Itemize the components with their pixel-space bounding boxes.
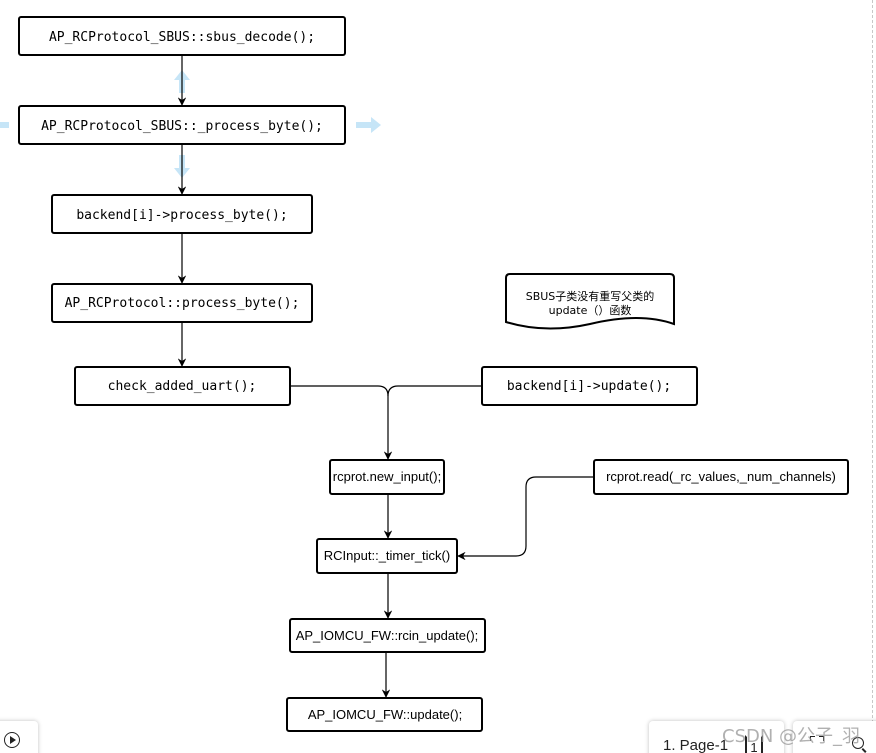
node-check-added-uart-label: check_added_uart(); xyxy=(108,379,257,394)
node-backend-process-byte-label: backend[i]->process_byte(); xyxy=(76,208,287,223)
edge-update-to-newinput xyxy=(387,385,482,397)
playback-panel xyxy=(0,721,38,753)
node-timer-tick[interactable]: RCInput::_timer_tick() xyxy=(316,538,458,574)
node-backend-process-byte[interactable]: backend[i]->process_byte(); xyxy=(51,194,313,234)
edge-read-to-timer xyxy=(457,476,594,561)
zoom-icon[interactable] xyxy=(852,737,864,749)
node-new-input[interactable]: rcprot.new_input(); xyxy=(329,459,445,495)
hover-arrow-right xyxy=(356,117,381,133)
canvas-edge xyxy=(872,0,873,753)
node-sbus-process-byte-label: AP_RCProtocol_SBUS::_process_byte(); xyxy=(41,119,323,134)
edge-check-to-newinput xyxy=(290,385,393,460)
node-iomcu-update-label: AP_IOMCU_FW::update(); xyxy=(308,707,462,722)
node-rcprot-read-label: rcprot.read(_rc_values,_num_channels) xyxy=(606,469,836,484)
edges xyxy=(177,55,594,698)
node-sbus-process-byte[interactable]: AP_RCProtocol_SBUS::_process_byte(); xyxy=(18,105,346,145)
page-label[interactable]: 1. Page-1 xyxy=(663,737,729,753)
node-rcprotocol-process-byte-label: AP_RCProtocol::process_byte(); xyxy=(65,296,300,311)
node-sbus-decode[interactable]: AP_RCProtocol_SBUS::sbus_decode(); xyxy=(18,16,346,56)
page-selector[interactable]: 1. Page-1 1 xyxy=(649,721,784,753)
node-iomcu-update[interactable]: AP_IOMCU_FW::update(); xyxy=(286,697,483,732)
note-line-1: SBUS子类没有重写父类的 xyxy=(526,289,655,303)
node-rcin-update[interactable]: AP_IOMCU_FW::rcin_update(); xyxy=(289,618,486,653)
play-icon[interactable] xyxy=(4,732,20,748)
node-new-input-label: rcprot.new_input(); xyxy=(333,469,441,484)
node-check-added-uart[interactable]: check_added_uart(); xyxy=(74,366,291,406)
node-backend-update[interactable]: backend[i]->update(); xyxy=(481,366,698,406)
fullscreen-icon[interactable] xyxy=(810,736,824,750)
note-line-2: update（）函数 xyxy=(549,304,632,317)
hover-arrow-left xyxy=(0,122,9,128)
node-rcprotocol-process-byte[interactable]: AP_RCProtocol::process_byte(); xyxy=(51,283,313,323)
node-rcprot-read[interactable]: rcprot.read(_rc_values,_num_channels) xyxy=(593,459,849,495)
note-document[interactable]: SBUS子类没有重写父类的 update（）函数 xyxy=(505,273,675,330)
node-backend-update-label: backend[i]->update(); xyxy=(507,379,671,394)
view-tools-panel xyxy=(793,721,876,753)
page-number-box[interactable]: 1 xyxy=(745,735,763,753)
node-timer-tick-label: RCInput::_timer_tick() xyxy=(324,548,450,563)
node-sbus-decode-label: AP_RCProtocol_SBUS::sbus_decode(); xyxy=(49,30,315,45)
node-rcin-update-label: AP_IOMCU_FW::rcin_update(); xyxy=(296,628,479,643)
